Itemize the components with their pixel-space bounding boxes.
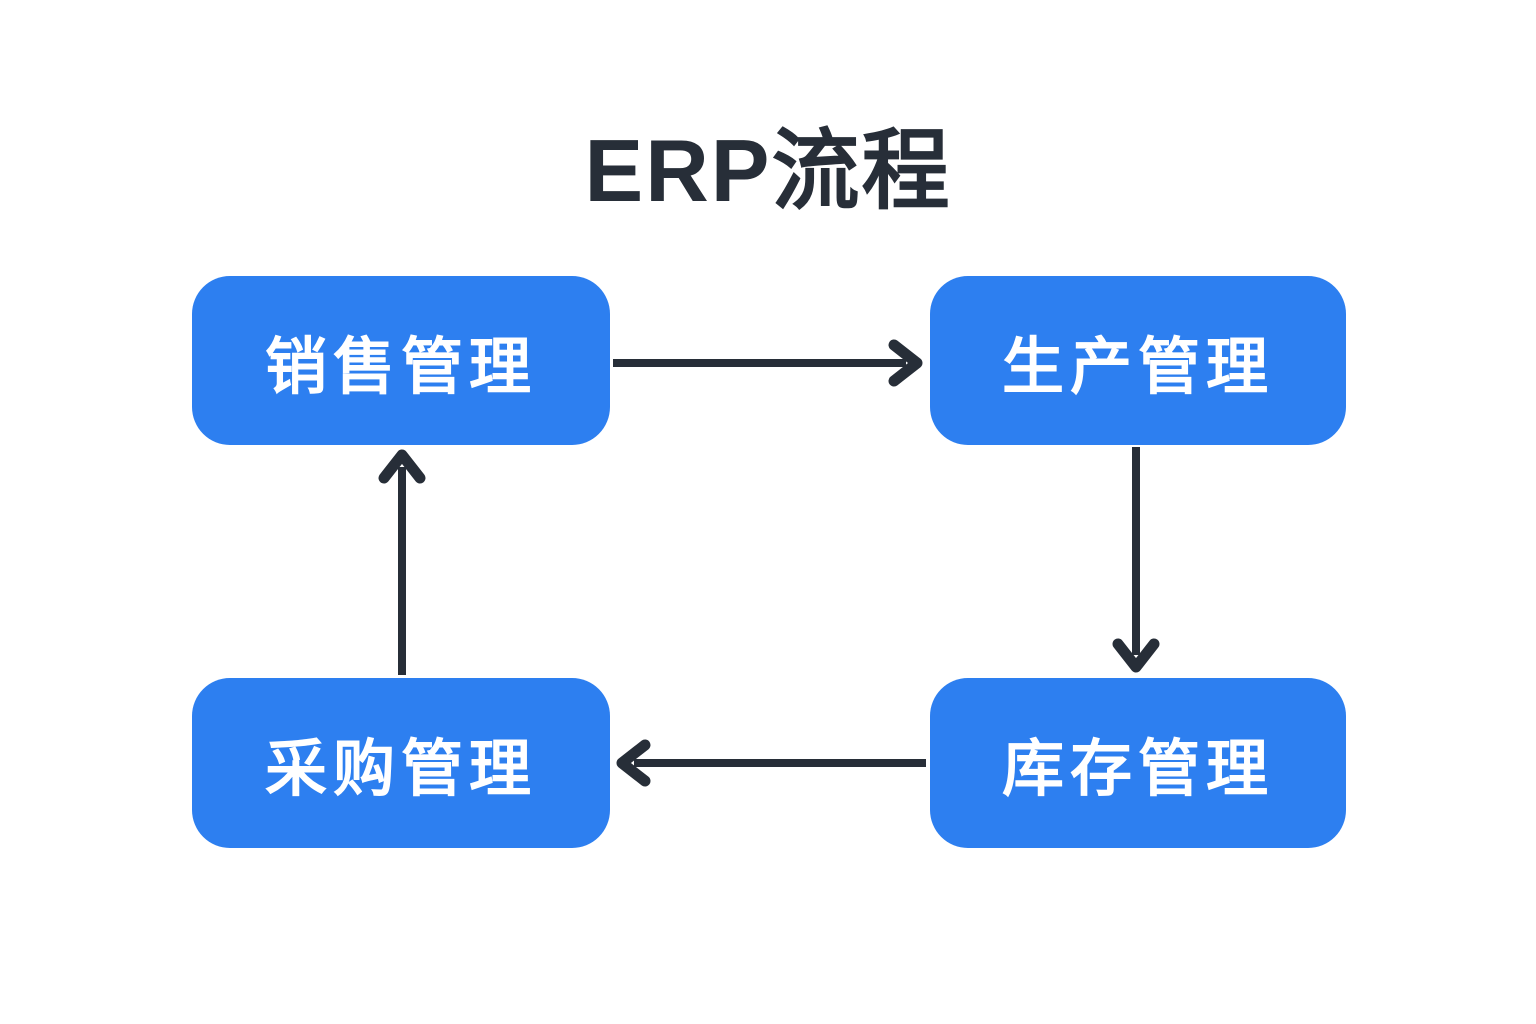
- arrow-production-to-inventory: [1112, 447, 1160, 673]
- node-inventory-label: 库存管理: [1001, 735, 1274, 804]
- node-production-management: 生产管理: [930, 276, 1346, 445]
- arrowhead-right-icon: [888, 339, 923, 387]
- node-procurement-management: 采购管理: [192, 678, 610, 848]
- node-inventory-management: 库存管理: [930, 678, 1346, 848]
- node-sales-management: 销售管理: [192, 276, 610, 445]
- arrow-sales-to-production: [613, 339, 923, 387]
- arrow-procurement-to-sales: [378, 449, 426, 675]
- arrowhead-up-icon: [378, 449, 426, 484]
- arrow-inventory-to-procurement: [616, 739, 926, 787]
- arrowhead-down-icon: [1112, 638, 1160, 673]
- node-sales-label: 销售管理: [264, 332, 537, 402]
- arrowhead-left-icon: [616, 739, 651, 787]
- node-procurement-label: 采购管理: [264, 735, 537, 804]
- node-production-label: 生产管理: [1001, 332, 1274, 402]
- diagram-title: ERP流程: [584, 121, 952, 220]
